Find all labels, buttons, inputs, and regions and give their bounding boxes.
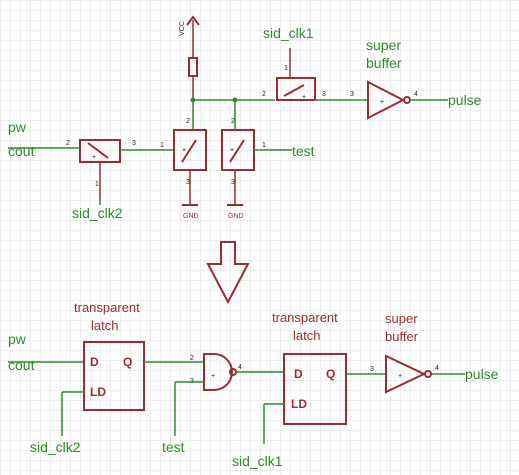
super-buffer-bottom: super buffer + 4 xyxy=(385,311,439,394)
svg-text:Q: Q xyxy=(326,367,335,381)
label-pw-top: pw xyxy=(8,119,27,135)
label-test-bottom: test xyxy=(162,439,185,455)
svg-text:+: + xyxy=(211,373,215,380)
svg-text:LD: LD xyxy=(90,385,106,399)
svg-text:1: 1 xyxy=(284,65,288,72)
label-sid-clk2-top: sid_clk2 xyxy=(72,205,123,221)
svg-text:+: + xyxy=(230,147,234,154)
svg-text:D: D xyxy=(90,355,99,369)
svg-text:3: 3 xyxy=(132,140,136,147)
label-super-top: super xyxy=(366,37,401,53)
transparent-latch-1: transparent latch D Q LD xyxy=(74,300,145,411)
switch-middle-1: 1 + 2 3 GND xyxy=(160,118,207,220)
label-transparent-1: transparent xyxy=(74,300,140,315)
svg-text:2: 2 xyxy=(66,140,70,147)
label-pw-bottom: pw xyxy=(8,331,27,347)
svg-text:3: 3 xyxy=(350,91,354,98)
top-schematic: VCC sid_clk1 1 + 2 3 super buffer + xyxy=(8,15,482,221)
svg-text:3: 3 xyxy=(231,179,235,186)
label-sid-clk2-bottom: sid_clk2 xyxy=(30,439,81,455)
svg-text:Q: Q xyxy=(123,355,132,369)
svg-text:1: 1 xyxy=(160,142,164,149)
svg-text:+: + xyxy=(398,373,402,380)
svg-text:2: 2 xyxy=(186,118,190,125)
super-buffer-top: super buffer + 3 4 xyxy=(350,37,418,120)
label-pulse-bottom: pulse xyxy=(465,366,499,382)
label-cout-top: cout xyxy=(8,143,35,159)
label-buffer-top: buffer xyxy=(366,55,402,71)
svg-text:3: 3 xyxy=(370,366,374,373)
label-sid-clk1-bottom: sid_clk1 xyxy=(232,453,283,469)
svg-text:+: + xyxy=(380,99,384,106)
svg-text:D: D xyxy=(294,367,303,381)
svg-text:3: 3 xyxy=(322,91,326,98)
svg-text:4: 4 xyxy=(435,365,439,372)
label-transparent-2: transparent xyxy=(272,310,338,325)
svg-text:3: 3 xyxy=(186,179,190,186)
svg-text:1: 1 xyxy=(262,142,266,149)
svg-text:GND: GND xyxy=(228,213,244,220)
switch-sid-clk1: sid_clk1 1 + 2 3 xyxy=(262,25,326,101)
svg-text:+: + xyxy=(92,154,96,161)
label-cout-bottom: cout xyxy=(8,357,35,373)
label-super-bottom: super xyxy=(385,311,418,326)
svg-text:4: 4 xyxy=(414,91,418,98)
vcc-label: VCC xyxy=(179,21,186,36)
svg-text:+: + xyxy=(302,94,306,101)
label-latch-2: latch xyxy=(293,328,320,343)
label-sid-clk1: sid_clk1 xyxy=(263,25,314,41)
svg-text:4: 4 xyxy=(238,364,242,371)
switch-sid-clk2: 2 + 3 1 sid_clk2 xyxy=(66,139,136,221)
svg-text:+: + xyxy=(182,147,186,154)
label-buffer-bottom: buffer xyxy=(385,329,419,344)
svg-text:1: 1 xyxy=(95,181,99,188)
svg-text:2: 2 xyxy=(231,118,235,125)
svg-text:2: 2 xyxy=(190,355,194,362)
transparent-latch-2: transparent latch D Q LD xyxy=(272,310,347,425)
vcc-supply: VCC xyxy=(179,15,200,58)
label-latch-1: latch xyxy=(91,318,118,333)
svg-text:LD: LD xyxy=(291,397,307,411)
bottom-schematic: pw cout transparent latch D Q LD 2 sid_c… xyxy=(8,300,499,469)
svg-text:2: 2 xyxy=(262,91,266,98)
label-test-top: test xyxy=(292,143,315,159)
svg-text:GND: GND xyxy=(183,213,199,220)
label-pulse-top: pulse xyxy=(448,92,482,108)
down-arrow xyxy=(206,241,250,305)
